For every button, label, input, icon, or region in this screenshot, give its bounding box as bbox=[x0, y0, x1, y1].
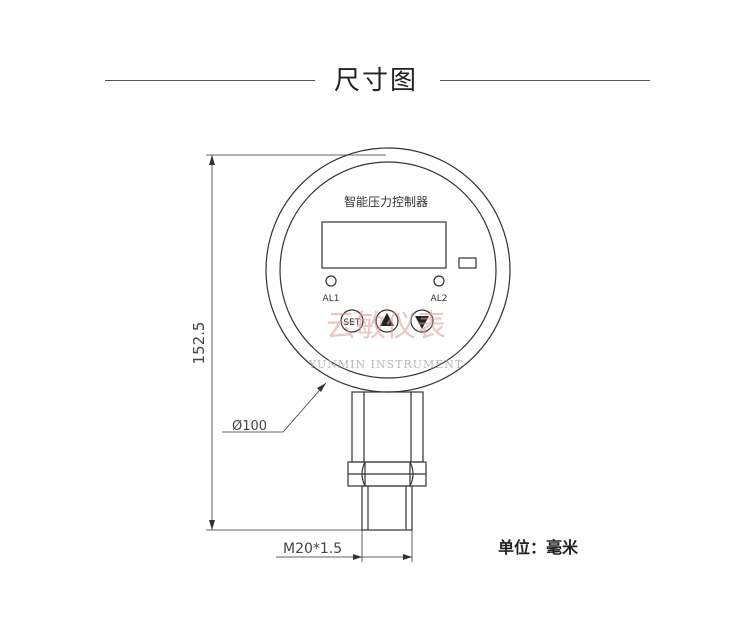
down-arrow-icon bbox=[415, 316, 429, 329]
face-label: 智能压力控制器 bbox=[344, 194, 428, 209]
unit-note: 单位：毫米 bbox=[498, 538, 579, 557]
thread-label: M20*1.5 bbox=[283, 541, 342, 557]
watermark-cn: 云敏仪表 bbox=[326, 309, 446, 344]
al2-label: AL2 bbox=[431, 294, 448, 304]
title-rule-right bbox=[440, 80, 650, 81]
set-button-label: SET bbox=[344, 318, 361, 328]
unit-indicator bbox=[458, 257, 477, 269]
connector-neck bbox=[351, 391, 424, 463]
inner-bezel-circle bbox=[279, 161, 497, 379]
page-title: 尺寸图 bbox=[333, 66, 418, 96]
diameter-label: Ø100 bbox=[232, 419, 267, 434]
thread-section bbox=[361, 485, 413, 531]
al1-label: AL1 bbox=[323, 294, 340, 304]
set-button bbox=[340, 309, 364, 333]
diameter-leader bbox=[222, 382, 327, 433]
down-button bbox=[410, 309, 434, 333]
al2-led bbox=[433, 275, 445, 287]
outer-casing-circle bbox=[265, 147, 511, 393]
header: 尺寸图 bbox=[0, 0, 750, 120]
al1-led bbox=[325, 275, 337, 287]
up-button bbox=[375, 309, 399, 333]
title-rule-left bbox=[105, 80, 315, 81]
watermark-en: YUNMIN INSTRUMENT bbox=[308, 358, 464, 371]
height-label: 152.5 bbox=[190, 322, 208, 365]
display-window bbox=[321, 221, 447, 269]
up-arrow-icon bbox=[380, 313, 394, 326]
